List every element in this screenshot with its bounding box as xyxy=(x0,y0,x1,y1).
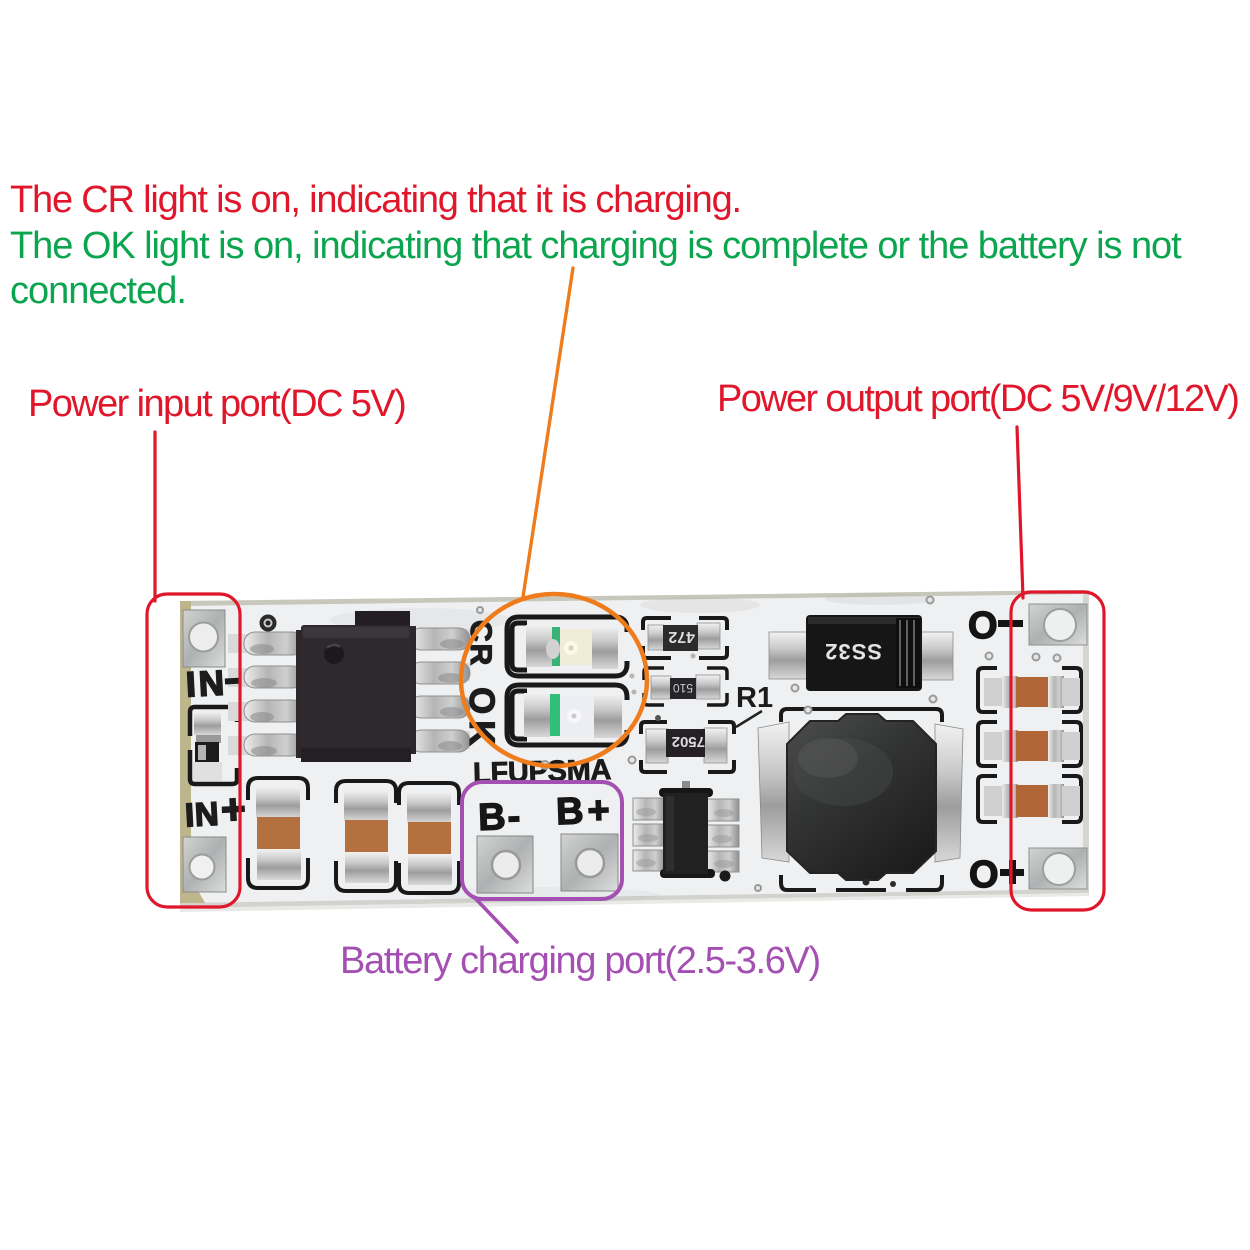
svg-text:SS32: SS32 xyxy=(824,639,882,664)
svg-text:O: O xyxy=(969,854,999,896)
svg-text:510: 510 xyxy=(673,681,693,695)
svg-text:IN: IN xyxy=(184,795,220,834)
svg-text:R1: R1 xyxy=(736,682,773,714)
svg-text:O: O xyxy=(968,605,998,647)
svg-text:IN: IN xyxy=(185,663,228,704)
svg-text:7502: 7502 xyxy=(672,733,705,750)
svg-text:472: 472 xyxy=(668,628,695,645)
svg-text:B-: B- xyxy=(477,796,523,840)
svg-text:OK: OK xyxy=(462,687,501,752)
svg-text:B+: B+ xyxy=(555,789,614,833)
